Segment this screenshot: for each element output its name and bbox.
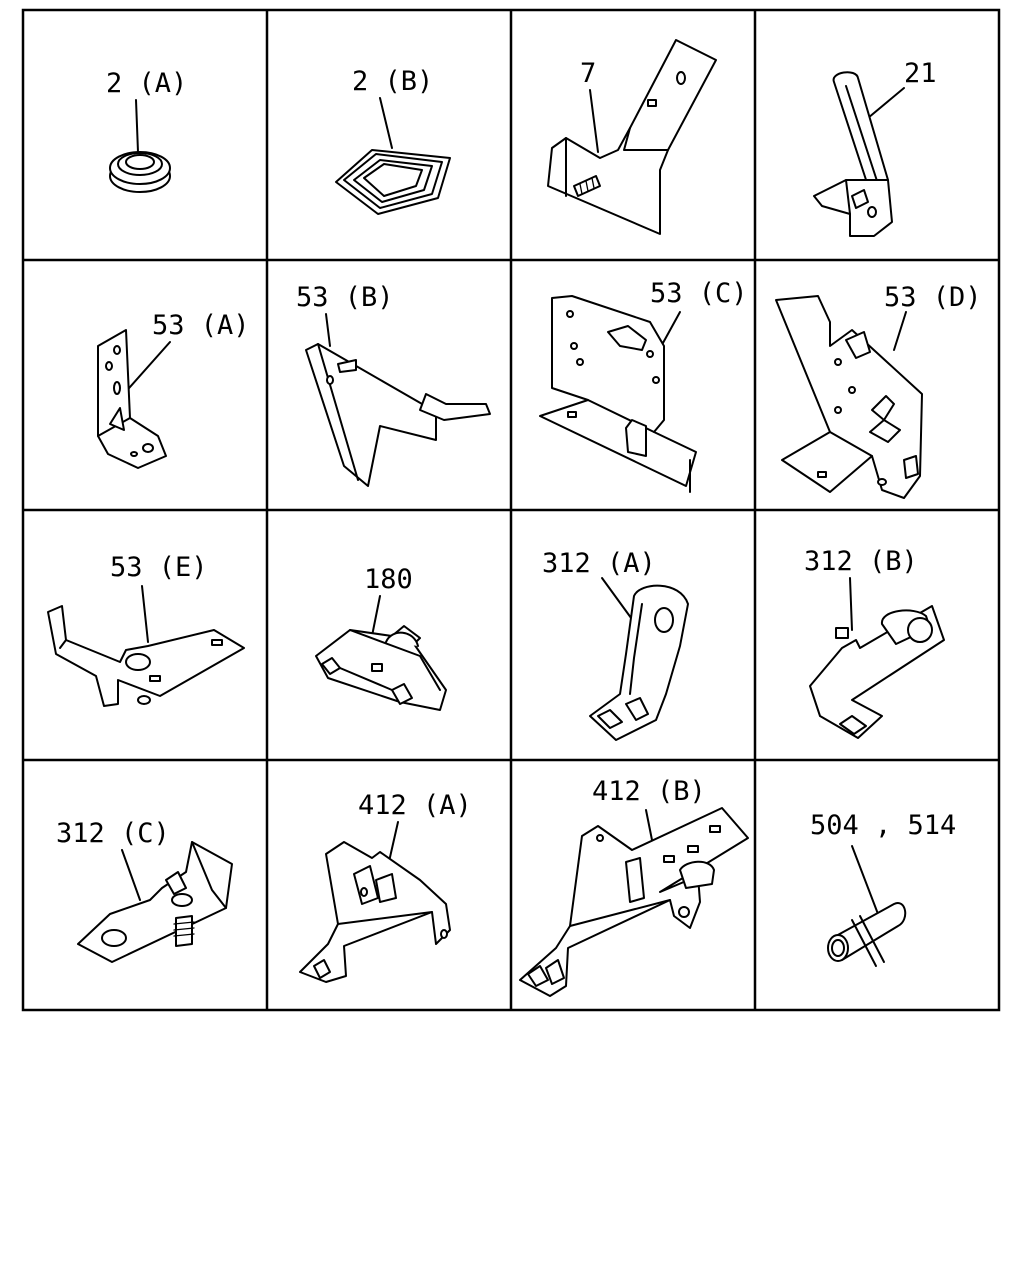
cell-504-514: 504 , 514 (810, 810, 956, 967)
part-label-412b: 412 (B) (592, 776, 706, 807)
leader-line (589, 89, 599, 153)
leader-line (121, 341, 171, 397)
part-label-180: 180 (364, 564, 413, 595)
leader-line (893, 311, 907, 351)
hose-504-514 (827, 902, 907, 967)
part-label-53e: 53 (E) (110, 552, 208, 583)
part-label-53c: 53 (C) (650, 278, 748, 309)
cell-53d: 53 (D) (775, 282, 982, 499)
bracket-53d (775, 295, 923, 499)
cell-180: 180 (315, 564, 447, 711)
bracket-312a (589, 584, 689, 741)
leader-line (849, 577, 853, 631)
part-label-53b: 53 (B) (296, 282, 394, 313)
leader-line (867, 87, 905, 119)
clip-180 (315, 625, 447, 711)
part-label-21: 21 (904, 58, 937, 89)
leader-line (851, 845, 879, 915)
part-label-53a: 53 (A) (152, 310, 250, 341)
cell-53c: 53 (C) (539, 278, 748, 493)
bracket-53c (539, 295, 697, 493)
cell-2b: 2 (B) (335, 66, 451, 215)
leader-line (141, 585, 149, 643)
part-label-2a: 2 (A) (106, 68, 187, 99)
bracket-53e (47, 605, 245, 707)
bracket-7 (547, 39, 717, 235)
cell-312c: 312 (C) (56, 818, 233, 963)
grommet-2b (335, 149, 451, 215)
leader-line (371, 595, 381, 637)
grommet-2a (109, 151, 171, 193)
leader-line (601, 577, 635, 623)
cell-21: 21 (813, 58, 937, 237)
bracket-53a (97, 329, 167, 469)
part-label-2b: 2 (B) (352, 66, 433, 97)
part-label-504-514: 504 , 514 (810, 810, 956, 841)
part-label-312b: 312 (B) (804, 546, 918, 577)
cell-7: 7 (547, 39, 717, 235)
part-label-312a: 312 (A) (542, 548, 656, 579)
bracket-412b (519, 807, 749, 997)
leader-line (379, 97, 393, 149)
cell-312a: 312 (A) (542, 548, 689, 741)
part-label-412a: 412 (A) (358, 790, 472, 821)
cell-312b: 312 (B) (804, 546, 945, 739)
grid (21, 8, 1001, 1012)
part-label-312c: 312 (C) (56, 818, 170, 849)
bracket-412a (299, 841, 451, 983)
bracket-312c (77, 841, 233, 963)
lever-21 (813, 71, 893, 237)
leader-line (121, 849, 141, 901)
leader-line (325, 313, 331, 347)
cell-53b: 53 (B) (296, 282, 491, 487)
cell-53e: 53 (E) (47, 552, 245, 707)
cell-412a: 412 (A) (299, 790, 472, 983)
cell-412b: 412 (B) (519, 776, 749, 997)
bracket-312b (809, 605, 945, 739)
bracket-53b (305, 343, 491, 487)
leader-line (135, 99, 139, 153)
cell-53a: 53 (A) (97, 310, 250, 469)
part-label-7: 7 (580, 58, 596, 89)
part-label-53d: 53 (D) (884, 282, 982, 313)
cell-2a: 2 (A) (106, 68, 187, 193)
